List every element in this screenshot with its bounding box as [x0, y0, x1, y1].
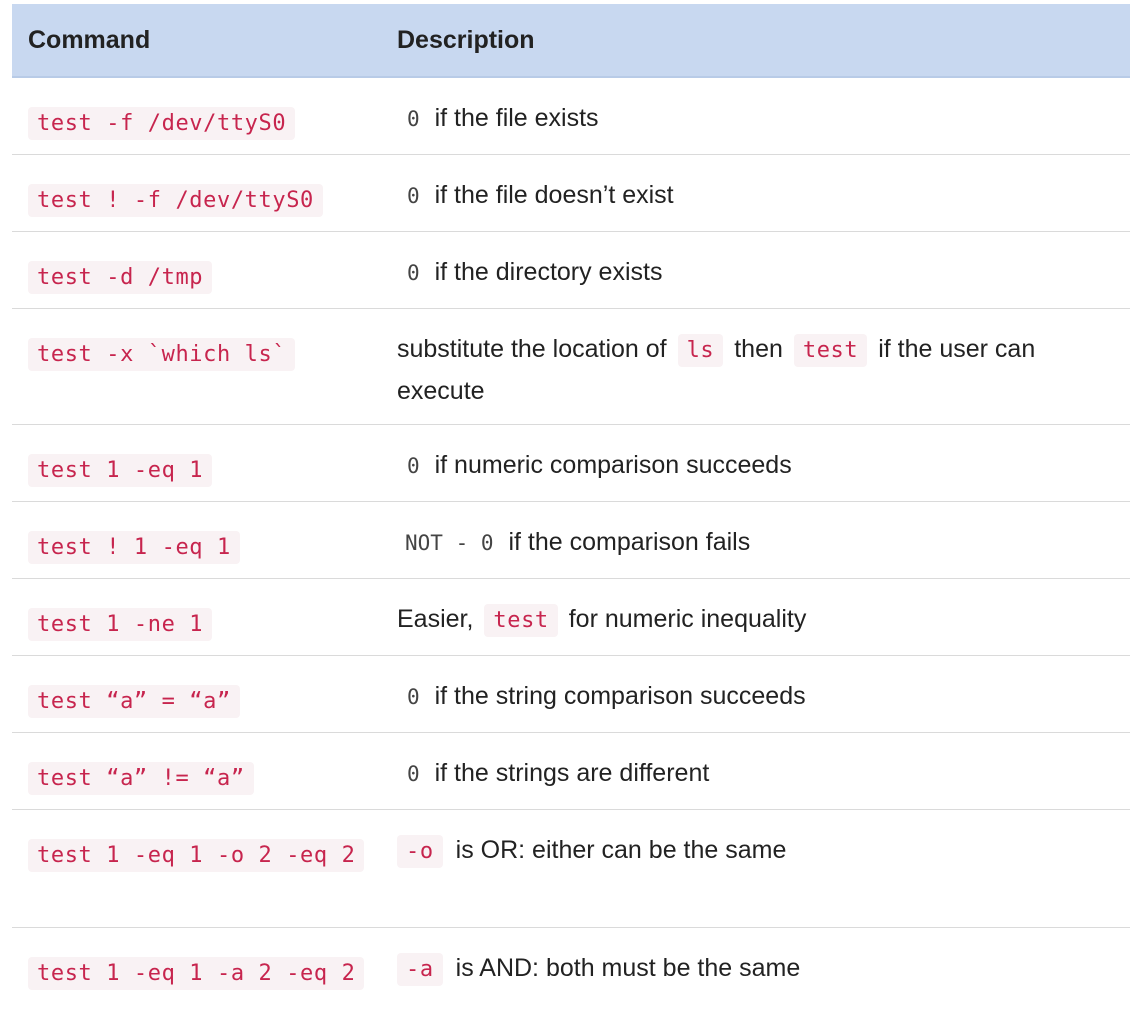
table-row: test 1 -eq 1 0 if numeric comparison suc…: [12, 424, 1130, 501]
command-code: test “a” = “a”: [28, 684, 240, 718]
column-header-command: Command: [12, 4, 381, 78]
description-text: if the directory exists: [434, 257, 663, 286]
inline-code-ls: ls: [677, 333, 724, 367]
command-cell: test -x `which ls`: [12, 308, 381, 424]
command-cell: test 1 -eq 1 -o 2 -eq 2: [12, 809, 381, 927]
command-cell: test 1 -eq 1: [12, 424, 381, 501]
description-cell: NOT - 0 if the comparison fails: [381, 501, 1130, 578]
description-cell: 0 if numeric comparison succeeds: [381, 424, 1130, 501]
description-text: if numeric comparison succeeds: [434, 450, 792, 479]
return-code: 0: [407, 107, 420, 131]
description-cell: Easier, test for numeric inequality: [381, 578, 1130, 655]
description-text: if the string comparison succeeds: [434, 681, 806, 710]
description-cell: substitute the location of ls then test …: [381, 308, 1130, 424]
command-code: test ! 1 -eq 1: [28, 530, 240, 564]
description-text: for numeric inequality: [568, 604, 807, 633]
description-text: then: [734, 334, 783, 363]
table-row: test 1 -eq 1 -o 2 -eq 2 -o is OR: either…: [12, 809, 1130, 927]
command-cell: test ! 1 -eq 1: [12, 501, 381, 578]
return-code: 0: [407, 684, 420, 709]
command-cell: test -d /tmp: [12, 231, 381, 308]
description-cell: -a is AND: both must be the same: [381, 927, 1130, 1027]
command-code: test -x `which ls`: [28, 337, 296, 371]
command-code: test ! -f /dev/ttyS0: [28, 183, 323, 217]
table-row: test -x `which ls` substitute the locati…: [12, 308, 1130, 424]
return-code: 0: [407, 183, 420, 208]
command-code: test 1 -eq 1 -a 2 -eq 2: [28, 956, 365, 990]
command-cell: test -f /dev/ttyS0: [12, 77, 381, 154]
table-row: test 1 -eq 1 -a 2 -eq 2 -a is AND: both …: [12, 927, 1130, 1027]
return-code: 0: [407, 260, 420, 285]
description-text: if the user can execute: [397, 334, 1036, 405]
description-cell: 0 if the directory exists: [381, 231, 1130, 308]
return-code: 0: [407, 761, 420, 786]
description-text: is AND: both must be the same: [455, 953, 801, 982]
command-cell: test 1 -ne 1: [12, 578, 381, 655]
return-code: NOT - 0: [405, 530, 494, 555]
return-code: 0: [407, 453, 420, 478]
command-code: test “a” != “a”: [28, 761, 254, 795]
inline-code-or: -o: [397, 834, 443, 868]
description-cell: 0 if the file exists: [381, 77, 1130, 154]
command-code: test 1 -eq 1 -o 2 -eq 2: [28, 838, 365, 872]
description-cell: -o is OR: either can be the same: [381, 809, 1130, 927]
description-cell: 0 if the string comparison succeeds: [381, 655, 1130, 732]
description-text: if the strings are different: [434, 758, 710, 787]
description-text: substitute the location of: [397, 334, 667, 363]
table-row: test “a” = “a” 0 if the string compariso…: [12, 655, 1130, 732]
description-text: if the comparison fails: [508, 527, 751, 556]
column-header-description: Description: [381, 4, 1130, 78]
command-code: test 1 -eq 1: [28, 453, 213, 487]
command-code: test 1 -ne 1: [28, 607, 213, 641]
description-text: if the file exists: [434, 104, 599, 132]
table-header-row: Command Description: [12, 4, 1130, 78]
description-cell: 0 if the file doesn’t exist: [381, 154, 1130, 231]
table-row: test -f /dev/ttyS0 0 if the file exists: [12, 77, 1130, 154]
command-table: Command Description test -f /dev/ttyS0 0…: [12, 4, 1130, 1027]
table-row: test ! 1 -eq 1 NOT - 0 if the comparison…: [12, 501, 1130, 578]
inline-code-test: test: [793, 333, 868, 367]
command-cell: test 1 -eq 1 -a 2 -eq 2: [12, 927, 381, 1027]
table-row: test “a” != “a” 0 if the strings are dif…: [12, 732, 1130, 809]
inline-code-and: -a: [397, 952, 443, 986]
command-code: test -f /dev/ttyS0: [28, 107, 296, 140]
description-cell: 0 if the strings are different: [381, 732, 1130, 809]
description-text: Easier,: [397, 604, 474, 633]
description-text: is OR: either can be the same: [455, 835, 787, 864]
description-text: if the file doesn’t exist: [434, 180, 674, 209]
command-cell: test ! -f /dev/ttyS0: [12, 154, 381, 231]
table-row: test ! -f /dev/ttyS0 0 if the file doesn…: [12, 154, 1130, 231]
inline-code-test: test: [484, 603, 558, 637]
command-cell: test “a” != “a”: [12, 732, 381, 809]
command-code: test -d /tmp: [28, 260, 213, 294]
table-row: test 1 -ne 1 Easier, test for numeric in…: [12, 578, 1130, 655]
table-row: test -d /tmp 0 if the directory exists: [12, 231, 1130, 308]
command-cell: test “a” = “a”: [12, 655, 381, 732]
